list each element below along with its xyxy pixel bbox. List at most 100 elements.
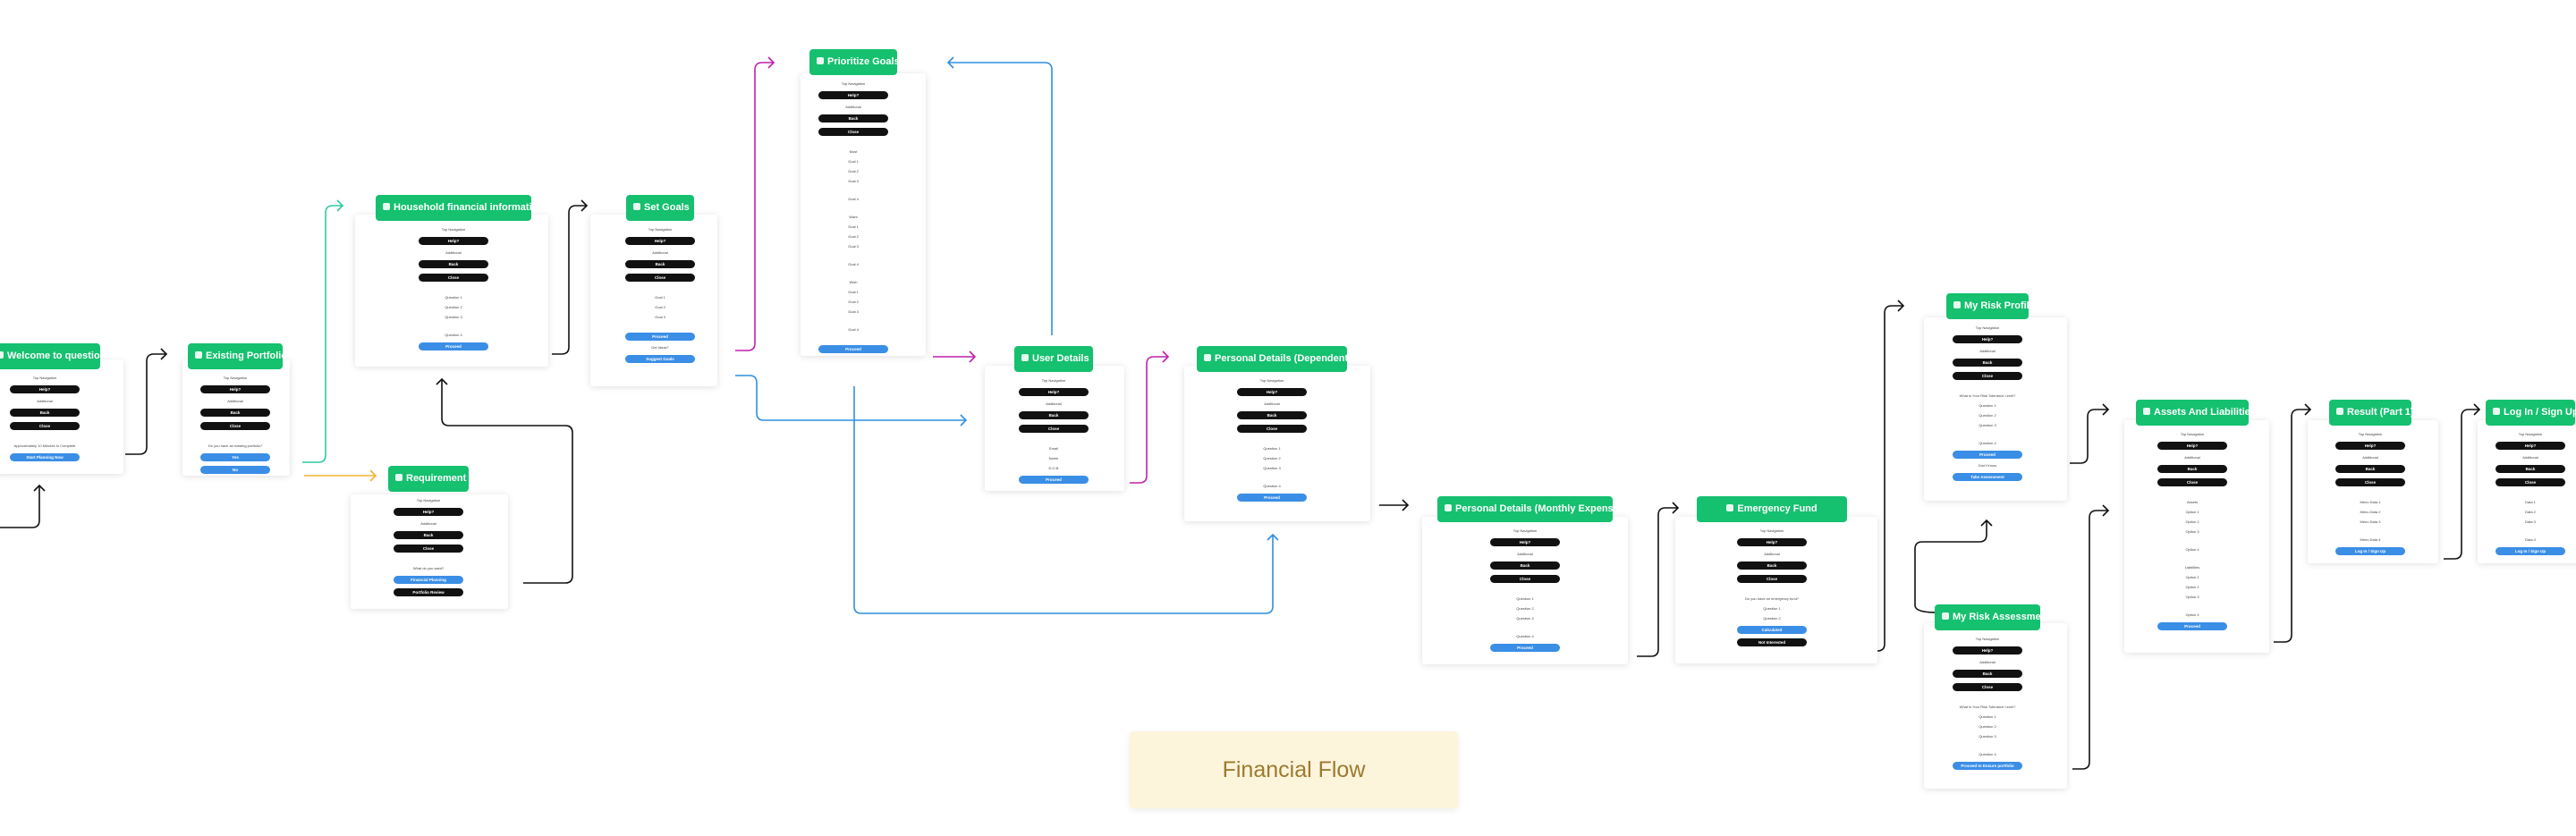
screen-button[interactable]: Help? [1490,538,1560,546]
screen-button[interactable]: Start Planning Now [10,453,80,461]
target-icon [633,203,640,210]
screen-button[interactable]: Help? [1737,538,1807,546]
screen-button[interactable]: Yes [200,453,270,461]
screen-button[interactable]: Back [1237,411,1307,419]
screen-label: Question 1 [445,295,462,300]
screen-label: Question 4 [445,333,462,337]
screen-button[interactable]: Help? [394,508,463,516]
screen-button[interactable]: Back [625,260,695,268]
screen-button[interactable]: Suggest Goals [625,355,695,363]
screen-header-existing[interactable]: Existing Portfolio [188,343,287,369]
screen-button[interactable]: Proceed [1490,644,1560,652]
screen-title: My Risk Assessment [1953,612,2051,622]
screen-header-requirement[interactable]: Requirement [388,466,469,492]
screen-button[interactable]: Help? [1953,646,2022,654]
screen-button[interactable]: Close [1237,425,1307,433]
screen-button[interactable]: Proceed [625,333,695,341]
screen-label: Top Navigation [1975,325,2000,330]
screen-button[interactable]: Back [2496,465,2565,473]
screen-label: Data 1 [2525,500,2536,504]
screen-button[interactable]: Log In / Sign Up [2496,547,2565,555]
screen-button[interactable]: Proceed [2157,622,2227,630]
screen-label: Question 3 [1979,423,1996,427]
screen-header-userdetails[interactable]: User Details [1014,346,1093,372]
screen-label: Goal 4 [848,197,859,201]
lock-icon [2493,408,2500,415]
sort-icon [817,57,824,64]
screen-label: Goal 3 [848,244,859,249]
screen-label: Approximately 10 Minutes to Complete [13,443,76,448]
screen-button[interactable]: Back [1953,670,2022,678]
screen-button[interactable]: Back [2157,465,2227,473]
screen-label: Question 4 [1263,484,1281,488]
screen-button[interactable]: Close [2157,478,2227,486]
screen-button[interactable]: Close [2496,478,2565,486]
screen-button[interactable]: Proceed [818,345,888,353]
screen-label: Assets [2186,500,2199,504]
screen-button[interactable]: Help? [10,385,80,393]
screen-button[interactable]: Close [1953,683,2022,691]
screen-header-monthly[interactable]: Personal Details (Monthly Expenses) [1437,496,1628,522]
screen-button[interactable]: Calculated [1737,626,1807,634]
screen-header-emergency[interactable]: Emergency Fund [1697,496,1847,522]
flow-connector [1637,507,1678,657]
screen-button[interactable]: Close [394,545,463,553]
screen-header-result[interactable]: Result (Part 1) [2329,400,2414,426]
screen-button[interactable]: Close [1737,575,1807,583]
screen-button[interactable]: Help? [1237,388,1307,396]
screen-button[interactable]: Back [419,260,488,268]
screen-button[interactable]: Help? [2496,442,2565,450]
screen-label: Top Navigation [32,376,57,380]
screen-button[interactable]: Back [10,409,80,417]
screen-header-assets[interactable]: Assets And Liabilities [2136,400,2256,426]
screen-button[interactable]: Help? [2157,442,2227,450]
screen-button[interactable]: Back [394,531,463,539]
screen-button[interactable]: Close [10,422,80,430]
screen-button[interactable]: Close [1953,372,2022,380]
screen-button[interactable]: Back [1019,411,1089,419]
screen-button[interactable]: No [200,466,270,474]
screen-button[interactable]: Back [1737,562,1807,570]
screen-button[interactable]: Help? [2335,442,2405,450]
screen-button[interactable]: Take Assessment [1953,473,2022,481]
screen-button[interactable]: Back [818,114,888,122]
screen-button[interactable]: Close [625,274,695,282]
screen-button[interactable]: Help? [1019,388,1089,396]
screen-button[interactable]: Help? [625,237,695,245]
screen-button[interactable]: Not Interested [1737,638,1807,646]
screen-button[interactable]: Proceed [419,342,488,350]
screen-button[interactable]: Back [200,409,270,417]
screen-button[interactable]: Help? [818,91,888,99]
screen-button[interactable]: Financial Planning [394,576,463,584]
screen-button[interactable]: Close [419,274,488,282]
screen-label: Option 2 [2185,519,2199,524]
screen-header-riskprofile[interactable]: My Risk Profile [1946,293,2035,319]
screen-header-prioritize[interactable]: Prioritize Goals [809,49,900,75]
screen-button[interactable]: Proceed to Ensure portfolio [1953,762,2022,770]
screen-button[interactable]: Portfolio Review [394,588,463,596]
screen-button[interactable]: Help? [200,385,270,393]
screen-header-riskassessment[interactable]: My Risk Assessment [1935,604,2050,630]
screen-button[interactable]: Back [1490,562,1560,570]
screen-button[interactable]: Close [200,422,270,430]
screen-label: Additional [2522,455,2538,460]
screen-label: Top Navigation [416,498,441,502]
screen-button[interactable]: Proceed [1237,494,1307,502]
screen-header-dependents[interactable]: Personal Details (Dependents) [1197,346,1357,372]
screen-header-login[interactable]: Log In / Sign Up [2486,400,2576,426]
screen-button[interactable]: Help? [419,237,488,245]
screen-button[interactable]: Proceed [1019,476,1089,484]
screen-button[interactable]: Close [1019,425,1089,433]
screen-label: Goal 2 [655,305,665,309]
screen-header-welcome[interactable]: Welcome to questionnaire [0,343,130,369]
screen-button[interactable]: Log In / Sign Up [2335,547,2405,555]
screen-header-household[interactable]: Household financial information [376,195,544,221]
screen-button[interactable]: Close [818,128,888,136]
screen-button[interactable]: Close [2335,478,2405,486]
screen-button[interactable]: Help? [1953,335,2022,343]
screen-button[interactable]: Close [1490,575,1560,583]
screen-button[interactable]: Back [1953,359,2022,367]
screen-header-setgoals[interactable]: Set Goals [626,195,694,221]
screen-button[interactable]: Back [2335,465,2405,473]
screen-button[interactable]: Proceed [1953,451,2022,459]
